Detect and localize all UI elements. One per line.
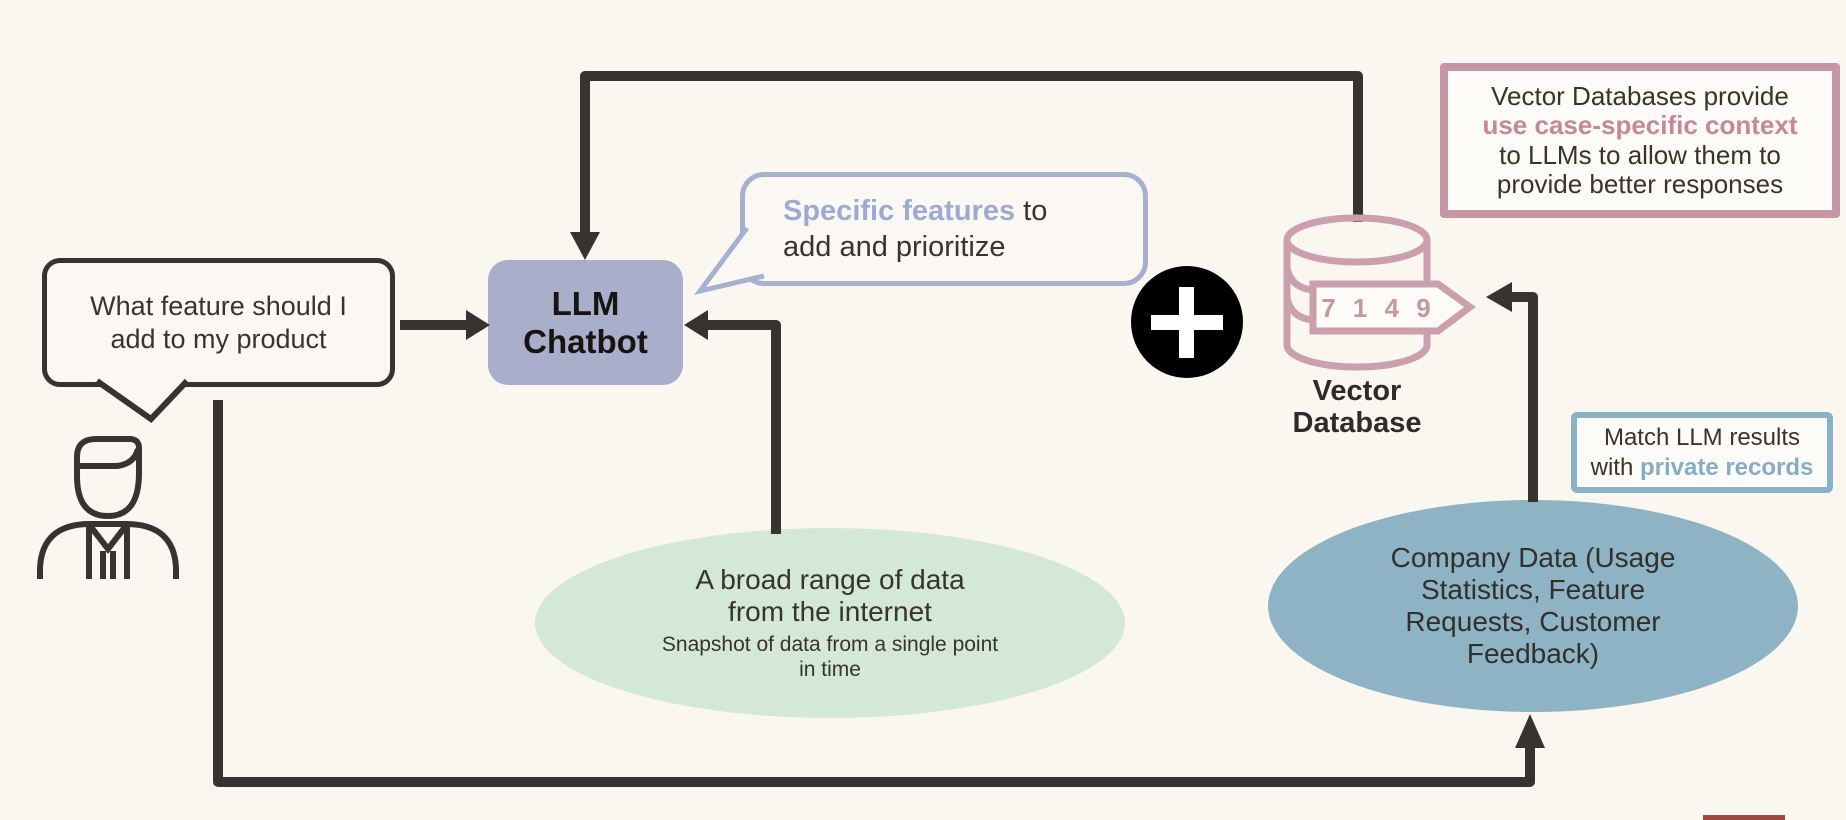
arrow-internet-to-llm <box>708 320 781 534</box>
info-box-vector-context: Vector Databases provide use case-specif… <box>1440 63 1840 218</box>
info-box-highlight: use case-specific context <box>1482 110 1798 141</box>
plus-icon <box>1131 266 1243 378</box>
features-highlight: Specific features <box>783 194 1016 227</box>
user-question-bubble: What feature should I add to my product <box>42 258 395 387</box>
arrow-company-data-to-db <box>1512 292 1538 502</box>
match-records-highlight: private records <box>1639 453 1814 481</box>
features-text: Specific features to add and prioritize <box>783 194 1048 263</box>
internet-data-ellipse: A broad range of data from the internet … <box>535 528 1125 718</box>
arrowhead-left-db <box>1486 282 1512 312</box>
match-records-line2: with private records <box>1590 453 1814 481</box>
llm-chatbot-label: LLM Chatbot <box>523 284 648 360</box>
match-records-box: Match LLM results with private records <box>1571 412 1833 493</box>
features-speech-bubble: Specific features to add and prioritize <box>740 172 1148 286</box>
bottom-partial-box <box>1703 815 1785 820</box>
arrowhead-left-llm <box>684 310 708 340</box>
company-data-ellipse: Company Data (Usage Statistics, Feature … <box>1268 500 1798 712</box>
arrowhead-right-llm <box>466 310 490 340</box>
user-question-text: What feature should I add to my product <box>90 290 347 354</box>
vector-database-label: Vector Database <box>1292 374 1422 439</box>
arrowhead-down-llm <box>570 232 600 260</box>
arrowhead-up-company-data <box>1515 714 1545 748</box>
vector-id-digits: 7 1 4 9 <box>1321 292 1433 323</box>
user-icon <box>37 436 179 579</box>
internet-data-subtitle: Snapshot of data from a single point in … <box>661 632 999 681</box>
internet-data-title: A broad range of data from the internet <box>695 564 965 628</box>
company-data-label: Company Data (Usage Statistics, Feature … <box>1390 542 1676 669</box>
llm-chatbot-node: LLM Chatbot <box>488 260 683 385</box>
